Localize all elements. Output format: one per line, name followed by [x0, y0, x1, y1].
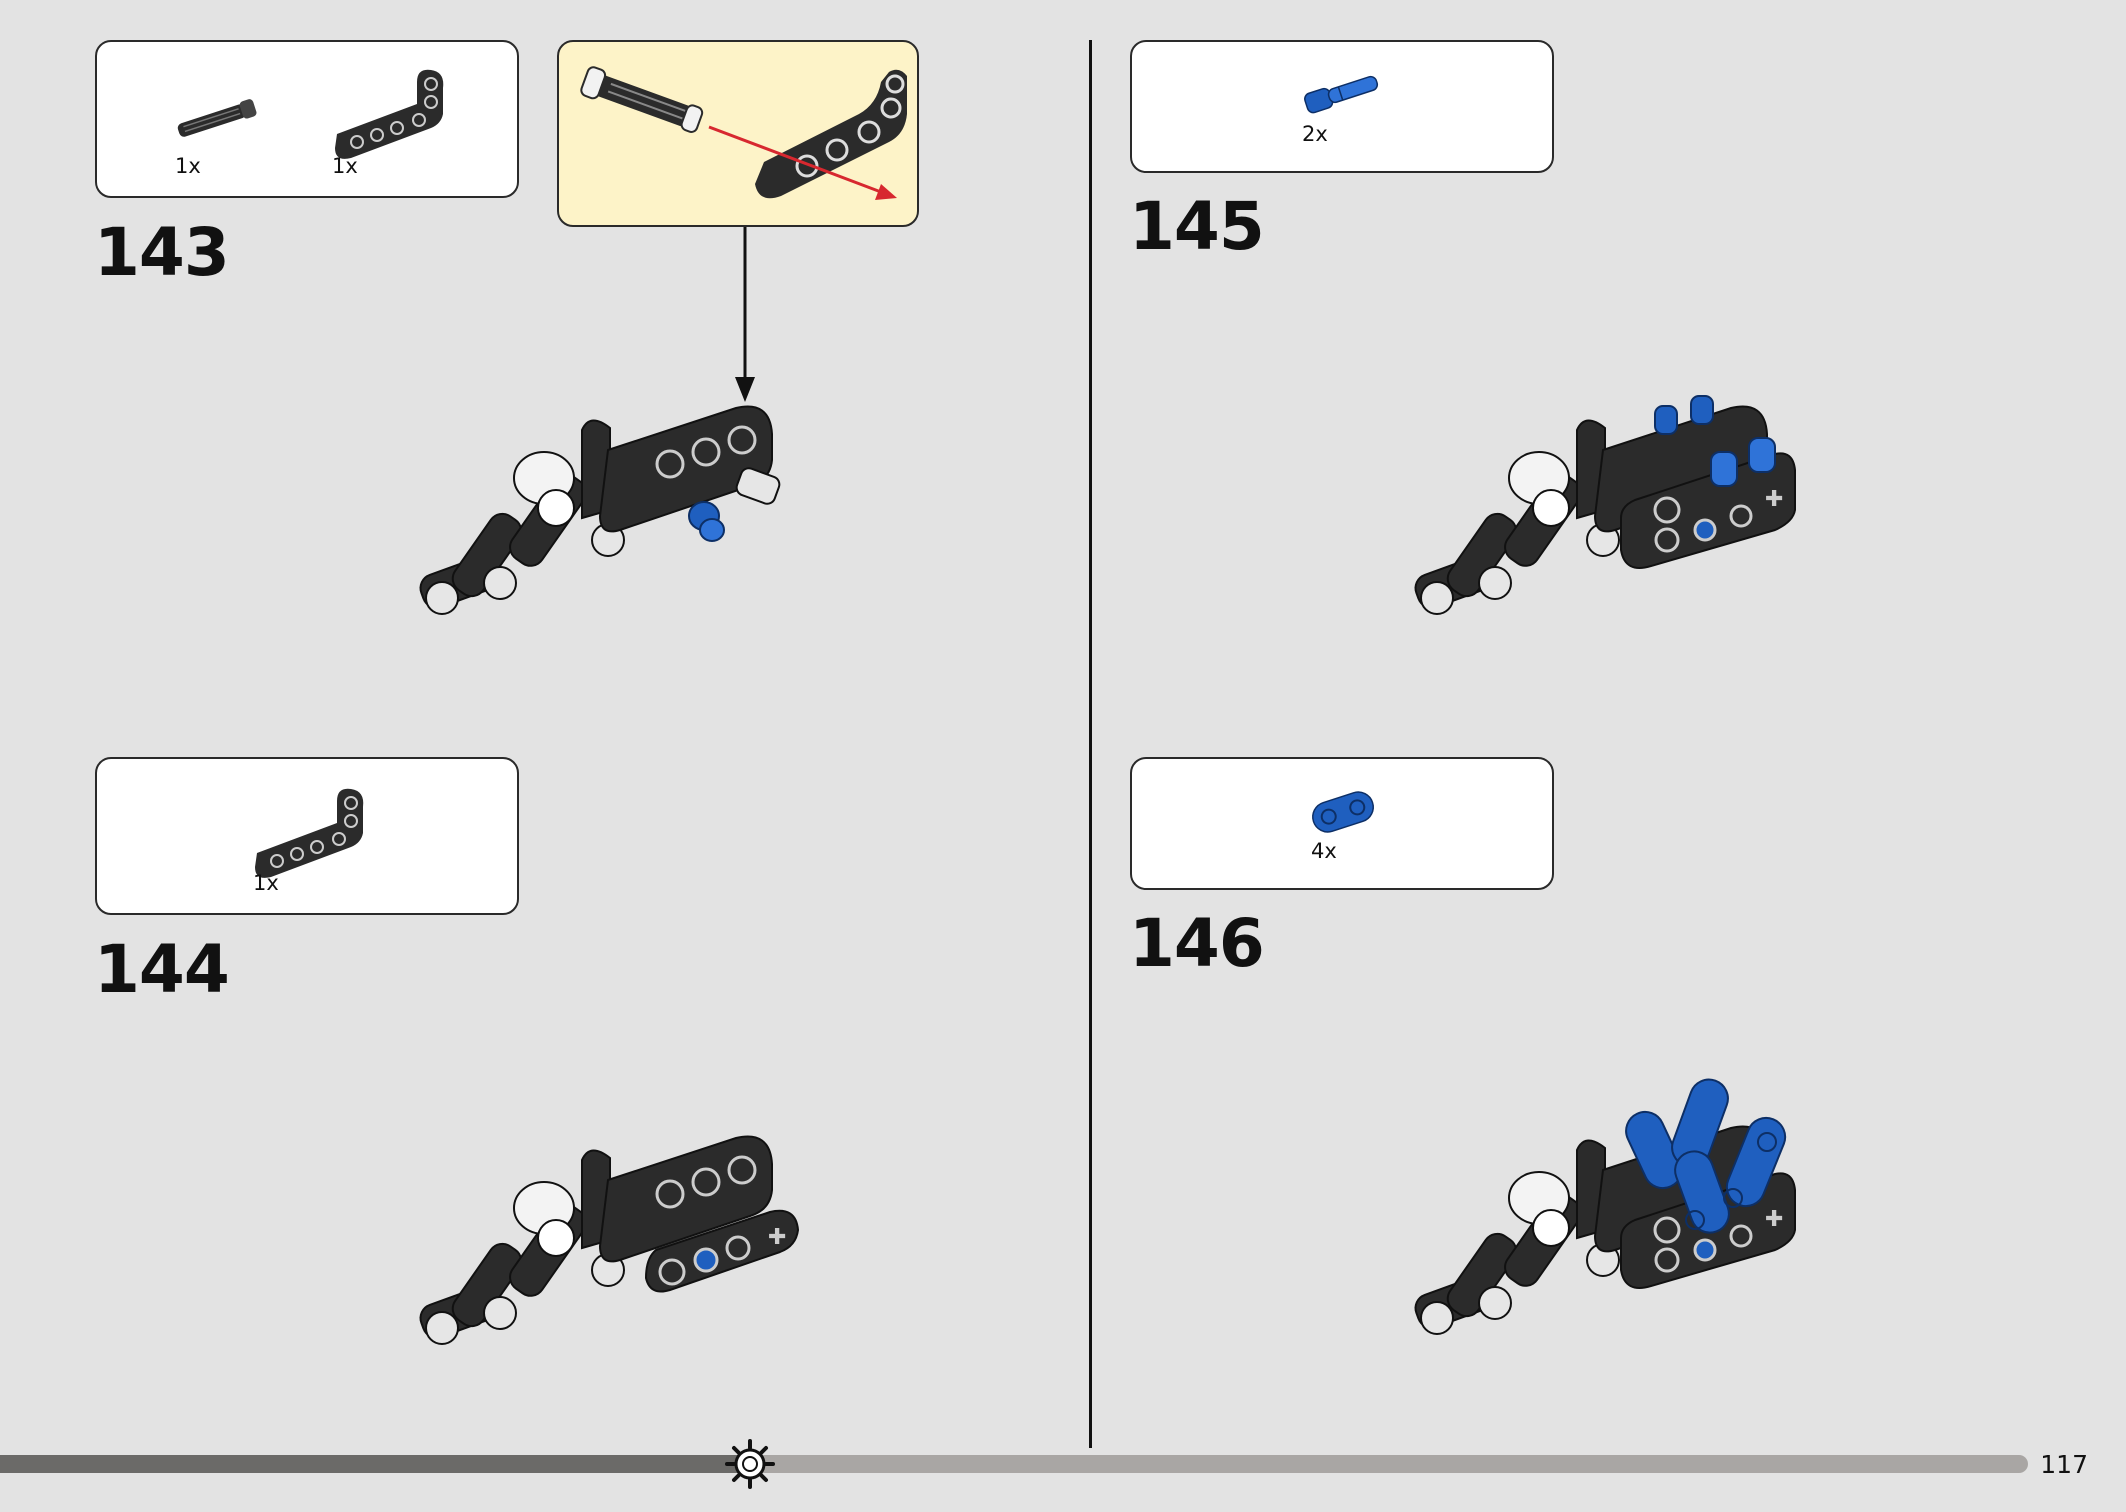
gear-icon: [725, 1439, 775, 1489]
parts-list-box-145: 2x: [1130, 40, 1554, 173]
step-number: 145: [1129, 188, 1265, 265]
svg-text:✚: ✚: [1765, 487, 1783, 512]
page-number: 117: [2040, 1450, 2088, 1479]
part-qty: 1x: [175, 154, 201, 178]
model-step-146: ✚: [1414, 1078, 1796, 1335]
axle-connector-part-icon: [177, 99, 257, 137]
angled-beam-part-icon: [255, 788, 364, 878]
model-step-145: ✚: [1414, 395, 1796, 615]
blue-link-part-icon: [1312, 791, 1374, 833]
step-number: 146: [1129, 905, 1265, 982]
insertion-diagram: [580, 66, 907, 200]
build-progress-fill: [0, 1455, 750, 1473]
parts-list-box-143: 1x 1x: [95, 40, 519, 198]
svg-text:✚: ✚: [1765, 1207, 1783, 1232]
page-divider: [1089, 40, 1092, 1448]
step-number: 144: [94, 931, 230, 1008]
parts-list-box-144: 1x: [95, 757, 519, 915]
part-qty: 4x: [1311, 839, 1337, 863]
part-qty: 2x: [1302, 122, 1328, 146]
blue-pin-part-icon: [1304, 75, 1379, 114]
sub-assembly-callout: [557, 40, 919, 227]
part-qty: 1x: [332, 154, 358, 178]
svg-text:✚: ✚: [768, 1225, 786, 1250]
part-qty: 1x: [253, 871, 279, 895]
callout-arrow: [735, 227, 755, 402]
step-number: 143: [94, 214, 230, 291]
build-progress-bar: [0, 1455, 2028, 1473]
model-step-144: ✚: [419, 1135, 800, 1345]
model-step-143: [419, 405, 781, 615]
angled-beam-part-icon: [335, 69, 444, 159]
parts-list-box-146: 4x: [1130, 757, 1554, 890]
